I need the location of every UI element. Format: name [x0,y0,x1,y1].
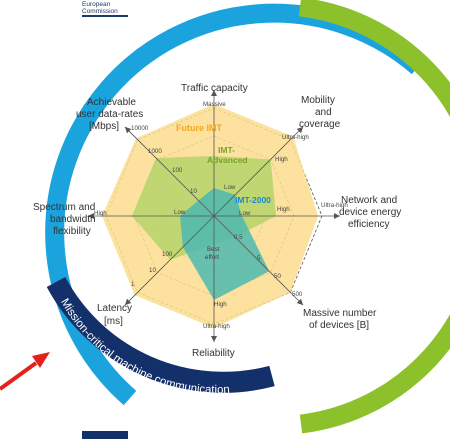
massive-machine-label: Massive machine communication [410,129,449,316]
axis-arrowhead [211,336,217,342]
energy-label-3: efficiency [348,219,390,230]
data-rates-label-1: Achievable [87,97,136,108]
tick-devices-500: 500 [292,291,303,298]
tick-high-energy: High [277,206,290,213]
tick-high-reliability: High [214,301,227,308]
energy-label-1: Network and [341,195,397,206]
tick-effort: effort [205,254,219,261]
tick-latency-100: 100 [162,251,173,258]
traffic-capacity-label: Traffic capacity [181,83,248,94]
axis-arrowhead [211,90,217,96]
tick-low-spectrum: Low [174,209,186,216]
tick-devices-5: 5 [257,255,261,262]
tick-devices-50: 50 [274,273,281,280]
tick-rate-10000: 10000 [131,125,149,132]
data-rates-label-3: [Mbps] [89,121,119,132]
tick-ultra-high-mobility: Ultra-high [282,134,309,141]
massive-machine-arc [298,0,450,434]
devices-label-2: of devices [B] [309,320,369,331]
tick-ultra-high-energy: Ultra-high [321,202,348,209]
devices-label-1: Massive number [303,308,377,319]
tick-rate-10: 10 [190,188,197,195]
tick-best: Best [207,246,220,253]
tick-rate-100: 100 [172,167,183,174]
tick-massive: Massive [203,101,226,108]
axis-line [124,126,215,217]
imt-advanced-label-1: IMT- [218,145,235,155]
european-commission-logo: European Commission [82,1,128,17]
tick-high-mobility: High [275,156,288,163]
red-arrow-icon [0,352,50,391]
axis-arrowhead [88,213,94,219]
imt-advanced-label-2: Advanced [207,155,248,165]
future-imt-label: Future IMT [176,123,222,133]
imt-2000-label: IMT-2000 [235,195,271,205]
tick-high-spectrum: High [94,210,107,217]
tick-low-mobility: Low [224,184,236,191]
latency-label-2: [ms] [104,316,123,327]
radar-axes [88,90,340,342]
tick-latency-10: 10 [149,267,156,274]
axis-line [213,126,304,217]
mobility-label-3: coverage [299,119,341,130]
axis-arrowhead [124,126,132,134]
axis-arrowhead [124,298,132,306]
spectrum-label-2: bandwidth [50,214,96,225]
axis-arrowhead [334,213,340,219]
data-rates-label-2: user data-rates [76,109,143,120]
axis-line [213,215,304,306]
energy-label-2: device energy [339,207,401,218]
logo-underline [82,15,128,17]
tick-rate-1000: 1000 [148,148,162,155]
mobility-label-1: Mobility [301,95,335,106]
reliability-label: Reliability [192,348,235,359]
logo-line1: European [82,1,111,8]
tick-devices-0-5: 0.5 [234,234,243,241]
logo-line2: Commission [82,8,118,15]
axis-arrowhead [296,298,304,306]
mission-critical-arc [46,276,275,393]
axis-line [124,215,215,306]
spectrum-label-3: flexibility [53,226,91,237]
bottom-bar [82,431,128,439]
mobility-label-2: and [315,107,332,118]
latency-label-1: Latency [97,303,132,314]
radar-chart [88,90,340,342]
tick-latency-1: 1 [131,281,135,288]
tick-ultra-high-reliability: Ultra-high [203,323,230,330]
spectrum-label-1: Spectrum and [33,202,95,213]
axis-arrowhead [296,126,304,134]
tick-low-energy: Low [239,210,251,217]
